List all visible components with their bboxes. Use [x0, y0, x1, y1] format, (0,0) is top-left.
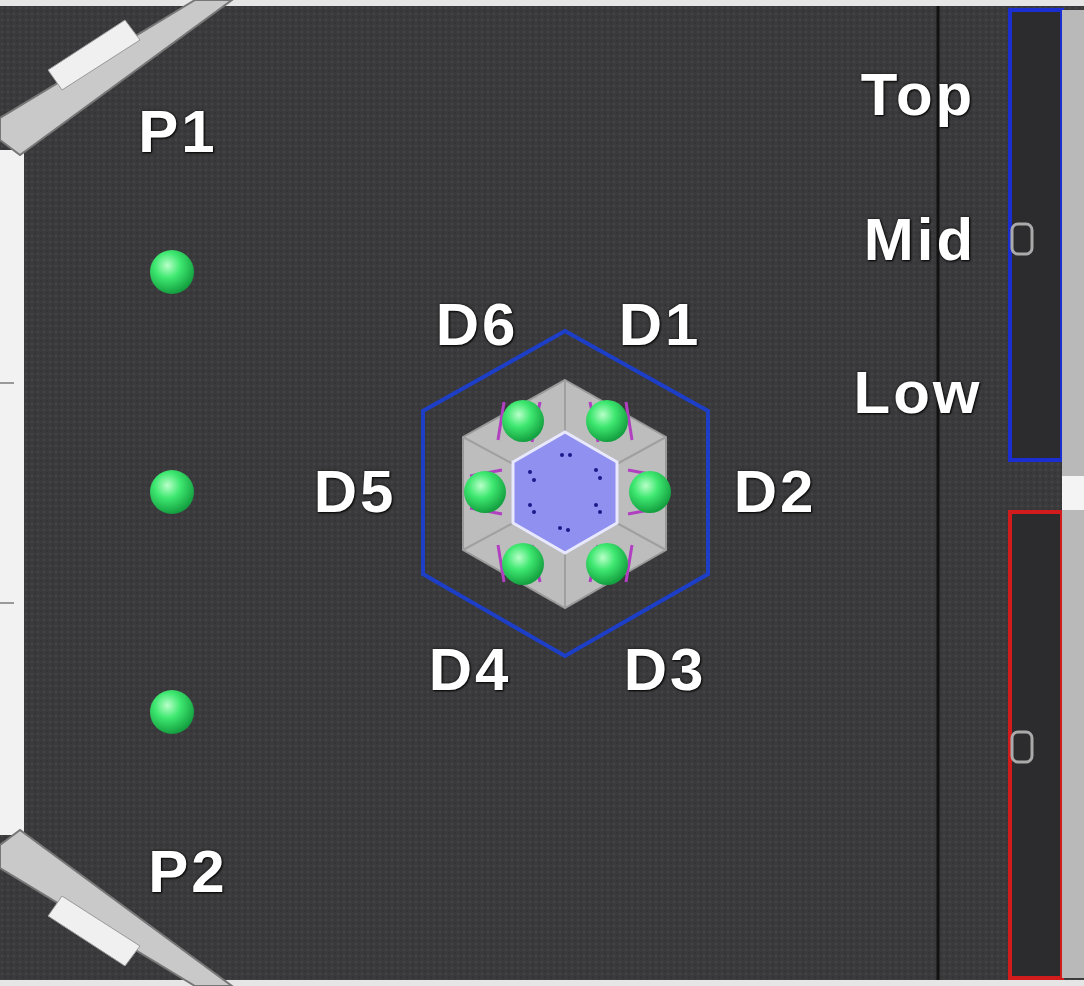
spot-label: D5 [314, 462, 397, 522]
red-goal [1010, 512, 1062, 978]
spot-label: D2 [734, 462, 817, 522]
goal-frame [1062, 10, 1084, 978]
goal-level-label: Top [861, 65, 976, 125]
goal-level-label: Mid [864, 210, 976, 270]
goal-level-label: Low [854, 363, 983, 423]
corner-station [0, 0, 232, 986]
ball [629, 471, 671, 513]
spot-label: D6 [436, 295, 519, 355]
position-label: P1 [138, 102, 217, 162]
ball [586, 400, 628, 442]
wall [0, 0, 1084, 6]
spot-label: D4 [429, 640, 512, 700]
blue-goal [1010, 10, 1062, 460]
ball [586, 543, 628, 585]
hex-center [513, 432, 617, 553]
ball [502, 543, 544, 585]
ball [150, 690, 194, 734]
ball [464, 471, 506, 513]
spot-label: D3 [624, 640, 707, 700]
ball [150, 250, 194, 294]
position-label: P2 [148, 842, 227, 902]
hex-zone [423, 331, 708, 656]
ball [502, 400, 544, 442]
wall [0, 980, 1084, 986]
wall [0, 150, 24, 835]
spot-label: D1 [619, 295, 702, 355]
ball [150, 470, 194, 514]
